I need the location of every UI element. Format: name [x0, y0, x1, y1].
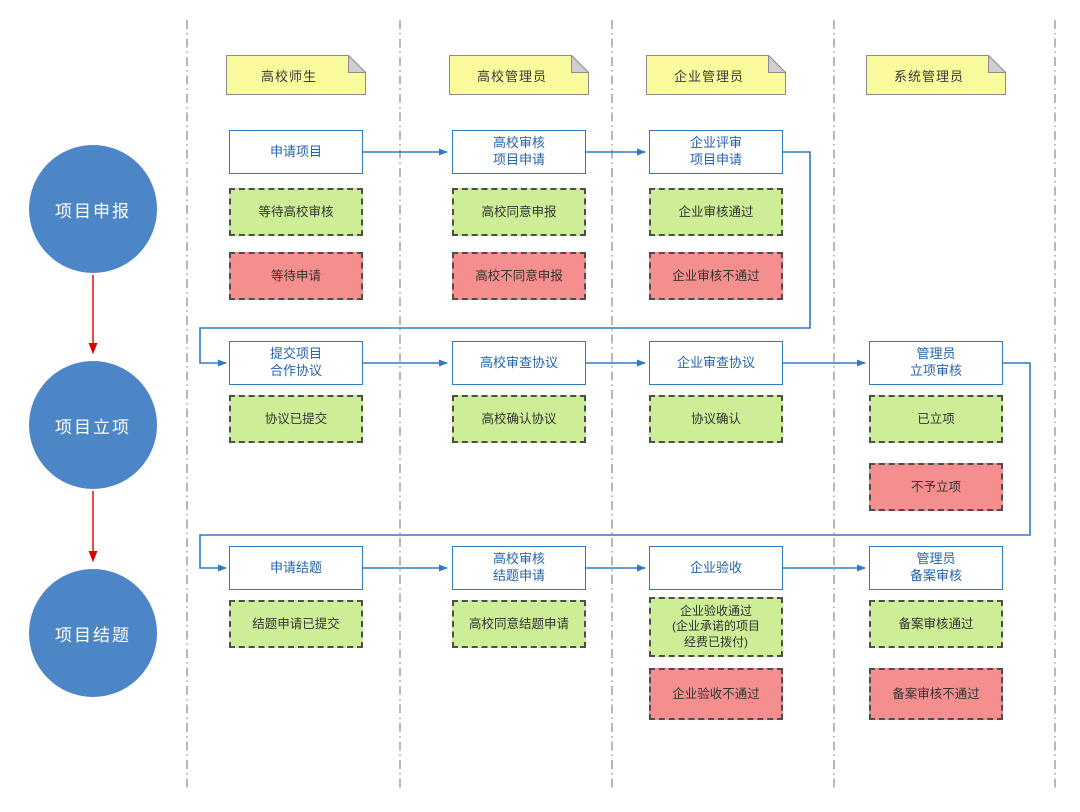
process-enterprise-acceptance: 企业验收	[649, 546, 783, 590]
note-shape	[226, 54, 367, 95]
status-pass-conclusion-submitted: 结题申请已提交	[229, 600, 363, 648]
status-pass-enterprise-review-approved: 企业审核通过	[649, 188, 783, 236]
process-apply-project: 申请项目	[229, 130, 363, 174]
note-fold-corner	[988, 54, 1007, 73]
status-pass-agreement-confirmed: 协议确认	[649, 395, 783, 443]
note-fold-corner	[571, 54, 590, 73]
note-body	[646, 55, 786, 95]
lane-header-label: 企业管理员	[673, 68, 744, 84]
status-fail-waiting-apply: 等待申请	[229, 252, 363, 300]
status-pass-agreement-submitted: 协议已提交	[229, 395, 363, 443]
status-pass-record-review-passed: 备案审核通过	[869, 600, 1003, 648]
status-pass-project-approved: 已立项	[869, 395, 1003, 443]
note-body	[866, 55, 1006, 95]
status-fail-project-not-approved: 不予立项	[869, 463, 1003, 511]
arrow-ent-review-to-submit-agreement	[199, 151, 811, 367]
lane-header-label: 高校管理员	[476, 68, 547, 84]
process-univ-check-agreement: 高校审查协议	[452, 341, 586, 385]
note-shape	[866, 54, 1007, 95]
note-fold-corner	[768, 54, 787, 73]
status-fail-univ-disagree-declare: 高校不同意申报	[452, 252, 586, 300]
lane-header-university-staff: 高校师生	[226, 54, 367, 95]
process-enterprise-check-agreement: 企业审查协议	[649, 341, 783, 385]
process-admin-record-review: 管理员 备案审核	[869, 546, 1003, 590]
phase-circle-declaration: 项目申报	[29, 145, 157, 273]
process-univ-review-application: 高校审核 项目申请	[452, 130, 586, 174]
status-pass-univ-confirm-agreement: 高校确认协议	[452, 395, 586, 443]
status-pass-univ-agree-conclusion: 高校同意结题申请	[452, 600, 586, 648]
status-fail-enterprise-acceptance-failed: 企业验收不通过	[649, 668, 783, 720]
lane-header-label: 高校师生	[260, 68, 317, 84]
note-body	[449, 55, 589, 95]
process-submit-cooperation-agreement: 提交项目 合作协议	[229, 341, 363, 385]
note-body	[226, 55, 366, 95]
process-univ-review-conclusion: 高校审核 结题申请	[452, 546, 586, 590]
status-pass-waiting-univ-review: 等待高校审核	[229, 188, 363, 236]
status-fail-enterprise-review-rejected: 企业审核不通过	[649, 252, 783, 300]
lane-header-university-admin: 高校管理员	[449, 54, 590, 95]
phase-label: 项目结题	[55, 625, 131, 645]
note-shape	[646, 54, 787, 95]
process-admin-project-approval: 管理员 立项审核	[869, 341, 1003, 385]
lane-dividers	[186, 20, 1056, 788]
process-enterprise-review-application: 企业评审 项目申请	[649, 130, 783, 174]
process-apply-conclusion: 申请结题	[229, 546, 363, 590]
status-fail-record-review-failed: 备案审核不通过	[869, 668, 1003, 720]
note-shape	[449, 54, 590, 95]
lane-header-system-admin: 系统管理员	[866, 54, 1007, 95]
phase-label: 项目立项	[55, 417, 131, 437]
phase-circle-conclusion: 项目结题	[29, 569, 157, 697]
note-fold-corner	[348, 54, 367, 73]
phase-circle-approval: 项目立项	[29, 361, 157, 489]
phase-label: 项目申报	[55, 201, 131, 221]
status-pass-univ-agree-declare: 高校同意申报	[452, 188, 586, 236]
status-pass-enterprise-acceptance-passed: 企业验收通过 (企业承诺的项目 经费已拨付)	[649, 597, 783, 657]
flow-connectors	[199, 148, 1031, 572]
arrow-admin-approval-to-apply-conclusion	[199, 362, 1031, 572]
lane-header-enterprise-admin: 企业管理员	[646, 54, 787, 95]
lane-header-label: 系统管理员	[893, 68, 964, 84]
